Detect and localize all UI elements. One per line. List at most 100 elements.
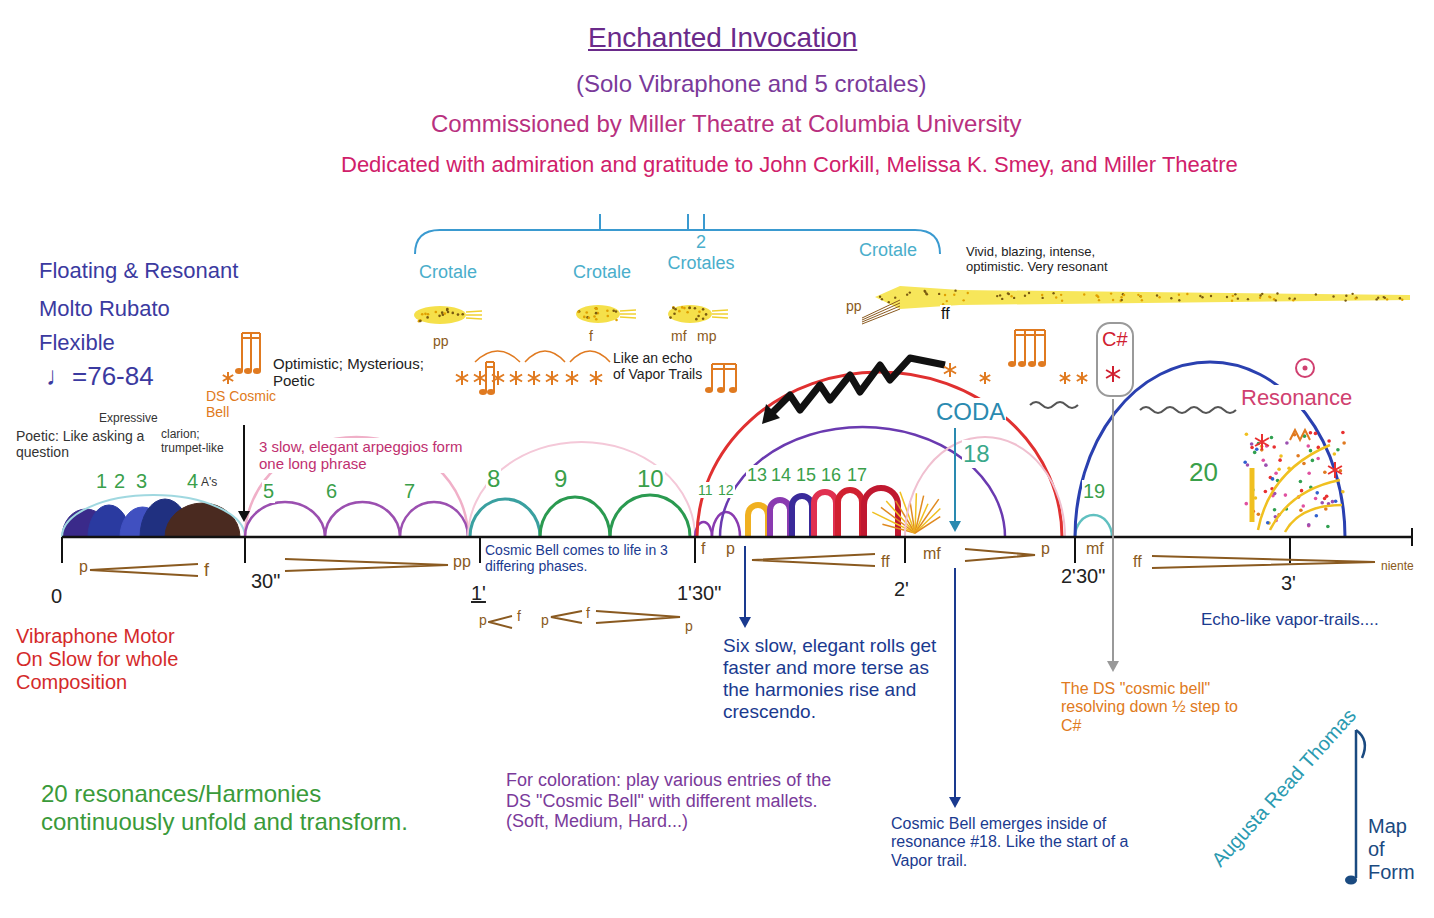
sparkle-dot [1354, 297, 1356, 299]
resonance-number: 12 [717, 482, 735, 498]
dynamic-marking: p [78, 558, 89, 576]
dynamic-marking: ff [880, 553, 891, 571]
confetti-dot [1244, 502, 1248, 506]
sparkle-dot [673, 312, 676, 315]
asterisk [546, 371, 558, 385]
signature-flag [1356, 730, 1365, 758]
confetti-dot [1326, 525, 1330, 529]
crotale-label: Crotale [858, 240, 918, 261]
sparkle-tail [620, 310, 636, 311]
pitch-name: C# [1102, 324, 1128, 351]
annotation: The DS "cosmic bell" resolving down ½ st… [1060, 680, 1240, 735]
sparkle-dot [615, 310, 618, 313]
resonance-arc [62, 495, 245, 537]
resonance-number: 5 [262, 480, 275, 503]
confetti-dot [1253, 451, 1257, 455]
sparkle-dot [1232, 295, 1234, 297]
sparkle-dot [881, 298, 883, 300]
sparkle-tail [620, 313, 636, 315]
confetti-dot [1277, 467, 1281, 471]
time-marker: 30" [250, 570, 281, 593]
annotation: 20 resonances/Harmonies continuously unf… [40, 780, 442, 835]
note-head [244, 368, 252, 374]
sparkle-dot [681, 306, 684, 309]
bracket-tick [687, 214, 689, 230]
sparkle-dot [585, 311, 588, 314]
sparkle-dot [446, 308, 449, 311]
sparkle-dot [888, 301, 890, 303]
confetti-dot [1320, 501, 1324, 505]
sparkle-dot [954, 289, 956, 291]
vapor-curve [1258, 445, 1330, 530]
confetti-dot [1250, 442, 1254, 446]
note-head [235, 368, 243, 374]
vapor-curve [1285, 505, 1342, 532]
vapor-curve [1250, 468, 1255, 522]
annotation: Map of Form [1367, 815, 1424, 884]
confetti-dot [1264, 463, 1268, 467]
resonance-number: 20 [1188, 458, 1219, 488]
confetti-dot [1299, 480, 1303, 484]
asterisk [1328, 462, 1342, 478]
annotation: Poetic: Like asking a question [15, 428, 157, 460]
sparkle-dot [1247, 298, 1249, 300]
signature-stem [1355, 730, 1358, 878]
confetti-dot [1264, 490, 1268, 494]
sparkle-dot [1013, 297, 1015, 299]
sparkle-dot [1055, 296, 1057, 298]
dynamic-marking: p [684, 618, 694, 634]
sparkle-dot [446, 309, 449, 312]
phrase-arc [525, 351, 565, 362]
sparkle-dot [1261, 293, 1263, 295]
asterisk [474, 371, 486, 385]
hairpin [752, 554, 875, 566]
sparkle-dot [926, 293, 928, 295]
sparkle-dot [1237, 297, 1239, 299]
sparkle-dot [962, 299, 964, 301]
confetti-dot [1342, 441, 1346, 445]
roll-arch [814, 492, 836, 537]
sparkle-dot [906, 293, 908, 295]
sparkle-dot [1028, 292, 1030, 294]
sparkle-dot [688, 307, 691, 310]
confetti-dot [1245, 432, 1249, 436]
annotation: Expressive [98, 412, 159, 426]
sparkle-dot [421, 313, 424, 316]
sparkle-dot [615, 319, 618, 322]
confetti-dot [1255, 447, 1259, 451]
sparkle-dot [944, 294, 946, 296]
asterisk [980, 372, 990, 384]
hairpin [1152, 556, 1375, 568]
sparkle-tail [712, 317, 728, 318]
bracket-tick [703, 214, 705, 230]
sparkle-dot [588, 316, 591, 319]
sparkle-dot [694, 307, 697, 310]
note-head [729, 387, 737, 393]
sparkle-dot [595, 312, 598, 315]
roll-arch [792, 496, 812, 537]
sparkle-dot [1060, 294, 1062, 296]
confetti-dot [1341, 431, 1345, 435]
crotale-label: Crotale [418, 262, 478, 283]
confetti-dot [1341, 490, 1345, 494]
sparkle-dot [1097, 296, 1099, 298]
sparkle-dot [1001, 298, 1003, 300]
roll-arch [770, 500, 790, 537]
arrowhead [739, 617, 751, 628]
resonance-arc [470, 499, 540, 537]
sparkle-dot [1386, 298, 1388, 300]
firework-ray [886, 501, 915, 533]
note-head [1038, 361, 1046, 367]
leader-line [954, 428, 956, 524]
confetti-dot [1284, 493, 1288, 497]
sparkle-dot [953, 294, 955, 296]
leader-line [744, 546, 746, 620]
confetti-dot [1333, 452, 1337, 456]
sparkle-dot [1276, 292, 1278, 294]
hairpin [596, 611, 680, 623]
squiggle [1030, 402, 1078, 408]
sparkle-dot [1140, 295, 1142, 297]
asterisk [590, 371, 602, 385]
sparkle-dot [1186, 293, 1188, 295]
resonance-arc [400, 502, 468, 537]
